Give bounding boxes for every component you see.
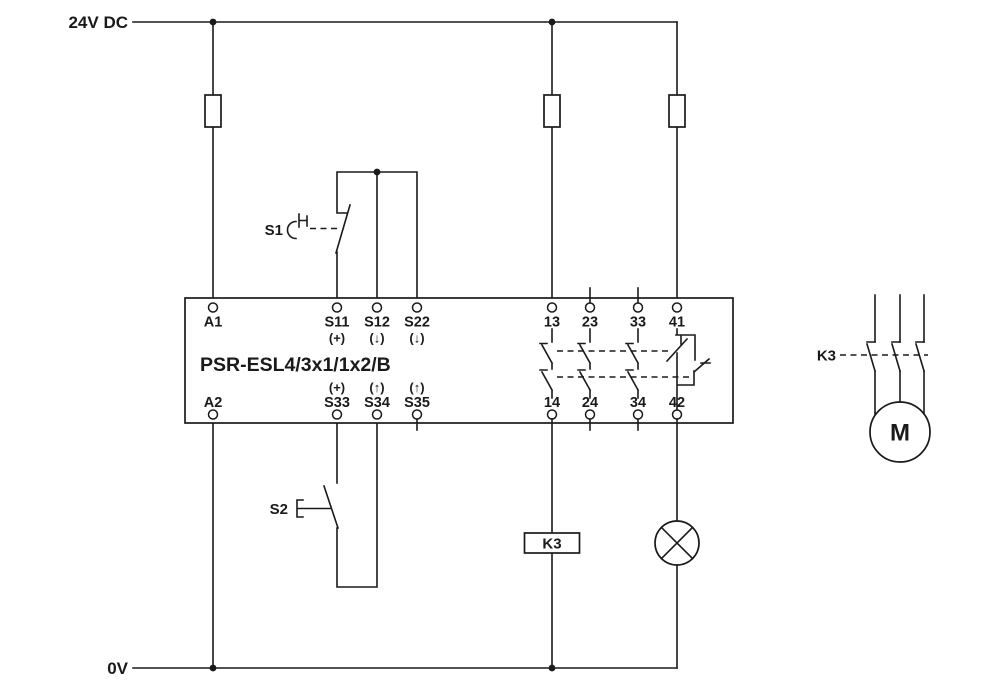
- k3-power-contacts: [866, 341, 925, 372]
- terminal-note: (↓): [409, 331, 424, 346]
- coil-box: [523, 532, 581, 554]
- junction-dot: [548, 18, 556, 26]
- terminal-label: 23: [582, 315, 598, 331]
- junction-dot: [209, 664, 217, 672]
- no-contacts-33-34: [625, 328, 640, 399]
- terminal-41: [671, 302, 683, 313]
- terminal-13: [546, 302, 558, 313]
- terminal-label: S34: [364, 395, 390, 411]
- estop-contact-blade: [335, 204, 351, 254]
- terminal-note: (↑): [409, 380, 424, 395]
- rail-24vdc-label: 24V DC: [68, 13, 128, 32]
- terminal-label: A1: [204, 315, 223, 331]
- rail-0v-label: 0V: [107, 659, 128, 678]
- terminal-42: [671, 409, 683, 420]
- terminal-label: S33: [324, 395, 350, 411]
- mushroom-button-icon: [286, 220, 297, 240]
- terminal-label: 14: [544, 395, 560, 411]
- terminal-label: S35: [404, 395, 430, 411]
- terminal-label: S12: [364, 315, 390, 331]
- no-contacts-23-24: [577, 328, 592, 399]
- terminal-label: 24: [582, 395, 598, 411]
- junction-dot: [373, 168, 381, 176]
- latch-release-icon: [298, 213, 308, 228]
- fuse-icon-middle: [543, 94, 561, 128]
- terminal-label: 13: [544, 315, 560, 331]
- contactor-coil-k3: K3: [523, 532, 581, 554]
- lamp-cross: [660, 526, 694, 560]
- terminal-note: (+): [329, 380, 345, 395]
- phase-wires-top: [874, 294, 925, 343]
- terminal-14: [546, 409, 558, 420]
- nc-contacts-41-42: [665, 328, 711, 411]
- terminal-24: [584, 409, 596, 420]
- terminal-s35: [411, 409, 423, 420]
- terminal-label: 41: [669, 315, 685, 331]
- terminal-note: (↓): [369, 331, 384, 346]
- relay-model-label: PSR-ESL4/3x1/1x2/B: [200, 354, 391, 376]
- wire-estop-circuit: [336, 171, 418, 304]
- terminal-note: (+): [329, 331, 345, 346]
- terminal-label: S22: [404, 315, 430, 331]
- terminal-33: [632, 302, 644, 313]
- motor-circle: [869, 401, 931, 463]
- fuse-icon-right: [668, 94, 686, 128]
- terminal-s12: [371, 302, 383, 313]
- estop-label: S1: [265, 222, 283, 239]
- terminal-note: (↑): [369, 380, 384, 395]
- junction-dot: [209, 18, 217, 26]
- terminal-label: A2: [204, 395, 223, 411]
- terminal-s22: [411, 302, 423, 313]
- terminal-23: [584, 302, 596, 313]
- motor-branch: K3 M: [817, 294, 931, 463]
- motor-label: M: [890, 420, 910, 447]
- coil-label: K3: [542, 536, 561, 553]
- estop-s1: S1: [265, 213, 338, 240]
- terminal-a2: [207, 409, 219, 420]
- wire-reset-circuit: [336, 418, 378, 588]
- safety-relay-box: [184, 297, 734, 424]
- terminal-label: 34: [630, 395, 646, 411]
- terminal-label: S11: [325, 315, 350, 331]
- k3-contacts-label: K3: [817, 348, 836, 365]
- indicator-lamp-icon: [654, 520, 700, 566]
- terminal-34: [632, 409, 644, 420]
- phase-wires-bottom: [874, 370, 925, 416]
- reset-label: S2: [270, 501, 288, 518]
- fuse-icon-left: [204, 94, 222, 128]
- terminal-s34: [371, 409, 383, 420]
- terminal-s11: [331, 302, 343, 313]
- reset-contact-blade: [322, 484, 340, 530]
- terminal-s33: [331, 409, 343, 420]
- terminal-label: 42: [669, 395, 685, 411]
- terminal-label: 33: [630, 315, 646, 331]
- terminal-a1: [207, 302, 219, 313]
- no-contacts-13-14: [539, 328, 554, 399]
- reset-s2: S2: [270, 499, 331, 518]
- pushbutton-actuator-icon: [296, 499, 331, 518]
